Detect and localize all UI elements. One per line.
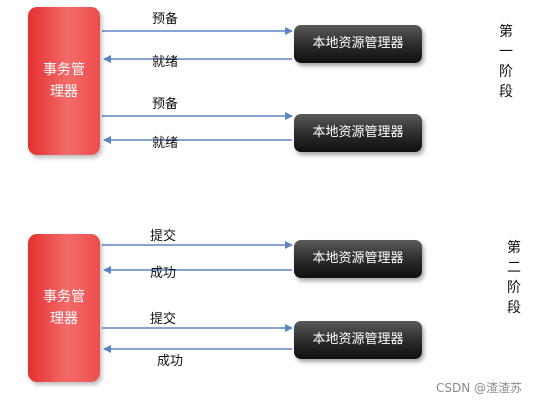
success-label-1: 成功 (150, 266, 177, 281)
transaction-manager-phase2: 事务管 理器 (28, 234, 100, 382)
commit-label-1: 提交 (150, 229, 177, 244)
resource-manager-phase1-2: 本地资源管理器 (294, 114, 422, 152)
resource-manager-phase2-2: 本地资源管理器 (294, 321, 422, 359)
ready-label-2: 就绪 (152, 136, 179, 151)
commit-label-2: 提交 (150, 312, 177, 327)
success-label-2: 成功 (157, 354, 184, 369)
transaction-manager-phase1: 事务管 理器 (28, 7, 100, 155)
watermark: CSDN @渣渣苏 (436, 381, 523, 395)
ready-label-1: 就绪 (152, 55, 179, 70)
resource-manager-phase1-1: 本地资源管理器 (294, 25, 422, 63)
phase1-title: 第 一 阶 段 (499, 24, 513, 100)
phase2-title: 第 二 阶 段 (507, 240, 521, 316)
resource-manager-phase2-1: 本地资源管理器 (294, 240, 422, 278)
prepare-label-1: 预备 (152, 12, 179, 27)
prepare-label-2: 预备 (152, 97, 179, 112)
